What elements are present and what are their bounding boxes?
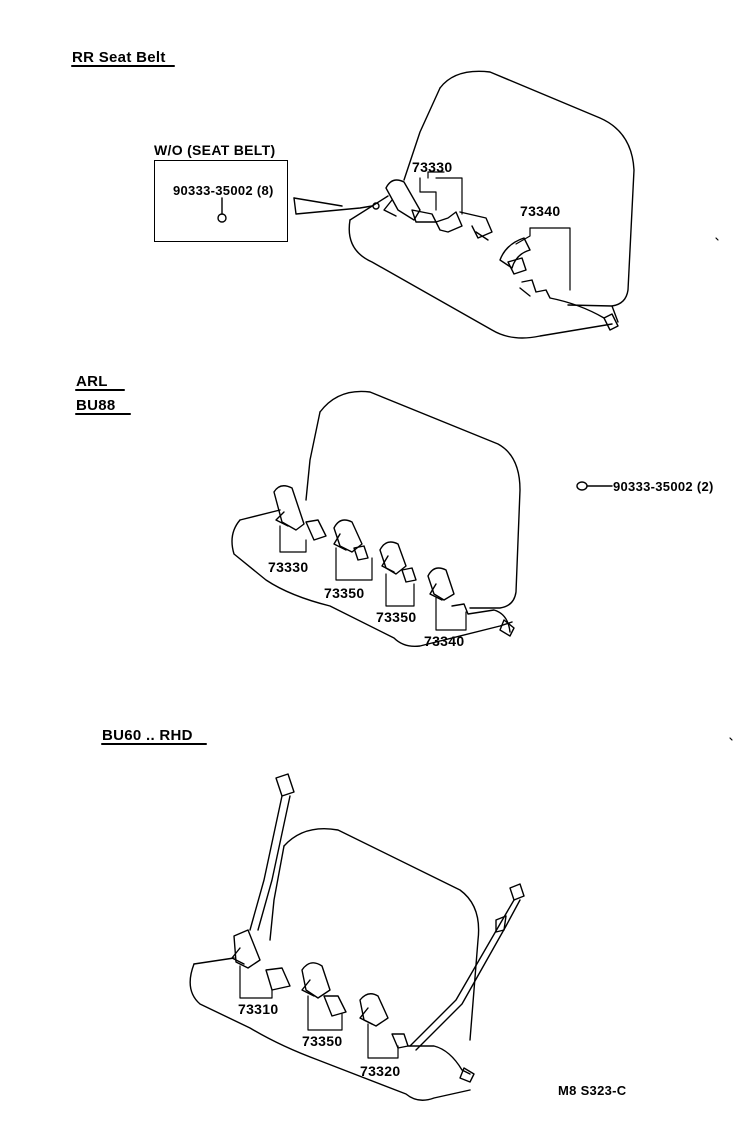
- inset-part-number: 90333-35002 (8): [173, 183, 274, 198]
- belt-assemblies-section-3: [265, 962, 475, 1083]
- part-label-73350: 73350: [324, 585, 365, 601]
- bench-seat-3: [189, 828, 480, 1101]
- heading-underlines-2: [75, 389, 131, 415]
- part-label-73330: 73330: [268, 559, 309, 575]
- shoulder-belt-left: [231, 773, 295, 969]
- side-clip-icon: [576, 481, 613, 491]
- part-label-73330: 73330: [412, 159, 453, 175]
- diagram-code: M8 S323-C: [558, 1083, 627, 1098]
- bench-seat-1: [348, 70, 635, 339]
- part-label-73350: 73350: [302, 1033, 343, 1049]
- part-label-73310: 73310: [238, 1001, 279, 1017]
- inset-box: [154, 160, 288, 242]
- leaders-section-1: [419, 171, 571, 291]
- belt-assembly-73340-top: [499, 237, 619, 331]
- part-label-73350: 73350: [376, 609, 417, 625]
- belt-assemblies-section-2: [273, 485, 515, 637]
- inset-clip-icon: [217, 197, 227, 223]
- part-label-73340: 73340: [520, 203, 561, 219]
- belt-assembly-73330-top: [293, 179, 493, 241]
- leaders-section-2: [279, 525, 467, 631]
- part-label-73340: 73340: [424, 633, 465, 649]
- stray-dots: [715, 237, 733, 741]
- section-2-heading-line2: BU88: [76, 397, 116, 414]
- section-1-heading: RR Seat Belt: [72, 49, 166, 66]
- section-2-heading-line1: ARL: [76, 373, 108, 390]
- shoulder-belt-right: [409, 883, 525, 1051]
- leaders-section-3: [239, 965, 399, 1059]
- section-3-heading: BU60 .. RHD: [102, 727, 193, 744]
- part-label-73320: 73320: [360, 1063, 401, 1079]
- side-part-number: 90333-35002 (2): [613, 479, 714, 494]
- bench-seat-2: [231, 390, 521, 648]
- inset-title: W/O (SEAT BELT): [154, 142, 276, 158]
